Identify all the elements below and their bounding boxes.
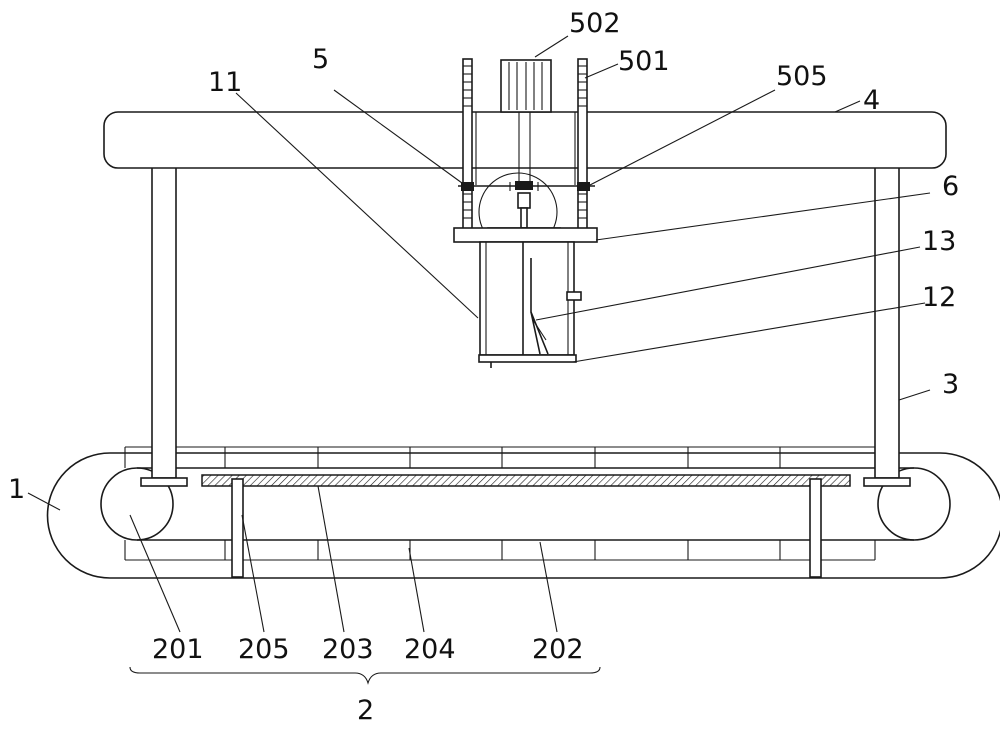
label-502: 502 [569, 8, 621, 39]
label-3: 3 [942, 369, 959, 400]
label-12: 12 [922, 282, 956, 313]
label-4: 4 [863, 85, 880, 116]
label-501: 501 [618, 46, 670, 77]
label-13: 13 [922, 226, 956, 257]
belt-upper-plates [124, 446, 876, 468]
motor-fins [508, 62, 543, 110]
label-6: 6 [942, 171, 959, 202]
bottom-plate [478, 354, 577, 368]
support-plate [201, 474, 851, 487]
housing [479, 241, 582, 356]
label-11: 11 [208, 67, 242, 98]
label-202: 202 [532, 634, 584, 665]
label-505: 505 [776, 61, 828, 92]
base-frame [46, 452, 1000, 579]
label-2: 2 [357, 695, 374, 726]
left-column [140, 146, 188, 487]
mounting-plate [453, 227, 598, 243]
leader-lines [27, 35, 931, 633]
label-204: 204 [404, 634, 456, 665]
reference-labels: 502 501 505 5 11 4 6 13 12 3 1 201 205 2… [8, 8, 959, 726]
label-201: 201 [152, 634, 204, 665]
label-1: 1 [8, 474, 25, 505]
top-beam [103, 111, 947, 169]
right-column [863, 146, 911, 487]
group-brace [129, 666, 601, 685]
label-203: 203 [322, 634, 374, 665]
label-5: 5 [312, 44, 329, 75]
label-205: 205 [238, 634, 290, 665]
support-legs [231, 478, 822, 578]
